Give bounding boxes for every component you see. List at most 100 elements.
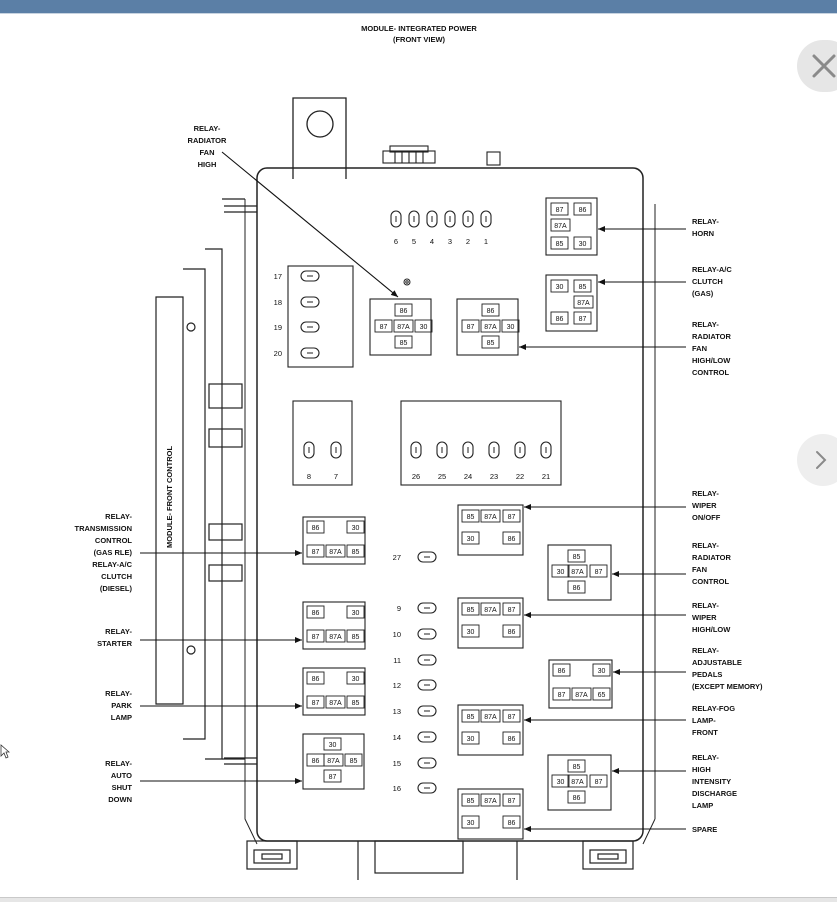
svg-text:87: 87: [380, 324, 388, 331]
fuse-slot: [417, 654, 437, 666]
label-auto-shut-down-line: RELAY-: [105, 759, 132, 768]
fuse-slot: [462, 210, 474, 228]
label-transmission-control-line: TRANSMISSION: [74, 524, 132, 533]
svg-text:85: 85: [467, 607, 475, 614]
relay-pin: 30: [573, 236, 592, 250]
relay-pin: 30: [461, 624, 480, 638]
fuse-slot: [300, 347, 320, 359]
svg-text:30: 30: [579, 241, 587, 248]
relay-pin: 85: [567, 759, 586, 773]
relay-pin: 85: [346, 629, 365, 643]
svg-text:87: 87: [312, 549, 320, 556]
svg-text:30: 30: [467, 820, 475, 827]
diagram-subtitle: (FRONT VIEW): [393, 35, 446, 44]
relay-pin: 87A: [480, 319, 501, 333]
label-hid-lamp-line: DISCHARGE: [692, 789, 737, 798]
svg-text:86: 86: [573, 585, 581, 592]
relay-pin: 86: [550, 311, 569, 325]
fuse-number: 27: [393, 553, 401, 562]
relay-pin: 87A: [567, 774, 588, 788]
relay-pin: 86: [567, 790, 586, 804]
relay-pin: 30: [551, 564, 570, 578]
relay-pin: 30: [414, 319, 433, 333]
svg-text:87: 87: [508, 714, 516, 721]
svg-text:87A: 87A: [571, 779, 584, 786]
relay-pin: 86: [573, 202, 592, 216]
relay-pin: 30: [346, 520, 365, 534]
fuse-number: 7: [334, 472, 338, 481]
label-radiator-fan-control-line: CONTROL: [692, 577, 729, 586]
fuse-slot: [417, 757, 437, 769]
svg-text:87A: 87A: [484, 714, 497, 721]
fuse-slot: [462, 441, 474, 459]
svg-text:85: 85: [556, 241, 564, 248]
relay-pin: 87A: [323, 753, 344, 767]
svg-text:87A: 87A: [329, 549, 342, 556]
fuse-slot: [300, 270, 320, 282]
svg-text:87: 87: [508, 514, 516, 521]
relay-pin: 87A: [567, 564, 588, 578]
arrow-radiator-fan-high: [221, 151, 399, 298]
relay-pin: 30: [346, 605, 365, 619]
relay-pin: 87: [573, 311, 592, 325]
relay-pin: 85: [346, 544, 365, 558]
svg-text:86: 86: [508, 536, 516, 543]
svg-text:87A: 87A: [397, 324, 410, 331]
window-title-bar: [0, 0, 837, 13]
label-transmission-control-line: CLUTCH: [101, 572, 132, 581]
label-radiator-fan-high-low-line: FAN: [692, 344, 707, 353]
fuse-number: 22: [516, 472, 524, 481]
label-group: RELAY-RADIATORFANHIGHRELAY-HORNRELAY-A/C…: [74, 124, 763, 834]
label-starter-line: RELAY-: [105, 627, 132, 636]
svg-text:87A: 87A: [484, 798, 497, 805]
fuse-slot: [303, 441, 315, 459]
label-radiator-fan-control-line: RELAY-: [692, 541, 719, 550]
svg-text:86: 86: [508, 629, 516, 636]
fuse-slot: [426, 210, 438, 228]
fuse-number: 18: [274, 298, 282, 307]
relay-pin: 86: [567, 580, 586, 594]
label-spare: SPARE: [692, 825, 717, 834]
relay-pin: 30: [461, 815, 480, 829]
relay-pin: 86: [552, 663, 571, 677]
relay-pin: 86: [306, 605, 325, 619]
svg-text:30: 30: [352, 676, 360, 683]
svg-text:87A: 87A: [484, 514, 497, 521]
svg-text:86: 86: [487, 308, 495, 315]
relay-pin: 85: [461, 509, 480, 523]
close-button[interactable]: [797, 40, 837, 92]
relay-pin: 85: [346, 695, 365, 709]
label-auto-shut-down-line: AUTO: [111, 771, 132, 780]
fuse-slot: [436, 441, 448, 459]
svg-text:87A: 87A: [484, 324, 497, 331]
svg-text:85: 85: [467, 714, 475, 721]
fuse-slot: [300, 296, 320, 308]
svg-text:30: 30: [598, 668, 606, 675]
svg-text:87A: 87A: [329, 700, 342, 707]
svg-text:30: 30: [352, 525, 360, 532]
fuse-number: 6: [394, 237, 398, 246]
relay-pin: 87: [550, 202, 569, 216]
relay-pin: 86: [394, 303, 413, 317]
relay-pin: 85: [567, 549, 586, 563]
close-icon: [812, 54, 836, 78]
fuse-number: 21: [542, 472, 550, 481]
label-horn-line: HORN: [692, 229, 714, 238]
next-image-button[interactable]: [797, 434, 837, 486]
relay-pin: 87A: [480, 793, 501, 807]
relay-pin: 85: [481, 335, 500, 349]
relay-pin: 86: [502, 815, 521, 829]
label-starter: RELAY-STARTER: [97, 627, 132, 648]
relay-pin: 87: [502, 509, 521, 523]
svg-text:30: 30: [329, 742, 337, 749]
